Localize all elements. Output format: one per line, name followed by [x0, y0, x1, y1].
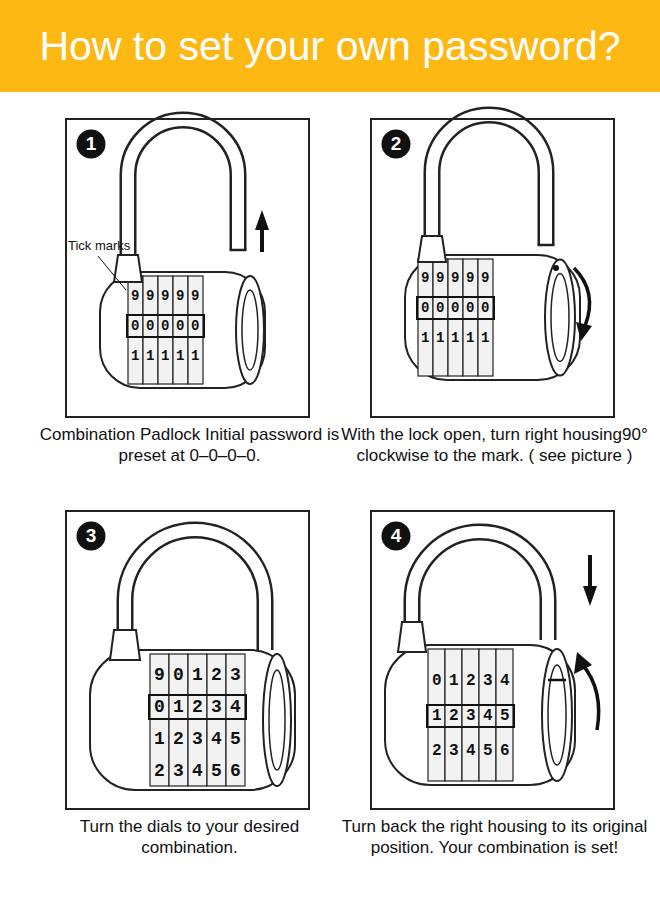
- shackle-outline: [125, 530, 265, 655]
- housing-ring: [551, 274, 569, 362]
- circle-fill: [382, 522, 411, 551]
- leader-line: [98, 256, 126, 290]
- step-number-circle: 2: [381, 129, 411, 159]
- step-number: 1: [76, 129, 106, 159]
- step-number-circle: 1: [76, 129, 106, 159]
- dial-digits: 12345: [154, 729, 249, 749]
- rotate-arrow: [574, 268, 590, 326]
- arrow-head: [576, 322, 592, 341]
- housing-cap: [236, 276, 264, 384]
- housing-cap: [542, 649, 572, 781]
- shackle: [125, 530, 265, 655]
- dial-digits: 00000: [131, 318, 206, 334]
- dial-digits: 99999: [421, 270, 496, 286]
- lock-body: [405, 255, 580, 380]
- lock-body: [385, 645, 575, 785]
- shackle-end: [230, 249, 247, 252]
- step-caption: Turn back the right housing to its origi…: [340, 816, 650, 859]
- shackle-collar: [418, 236, 446, 262]
- shackle-end: [538, 244, 555, 247]
- shackle-outline: [412, 532, 548, 650]
- step-panel: With the lock open, turn right housing90…: [370, 118, 615, 418]
- step-number: 3: [76, 521, 106, 551]
- shackle-collar: [110, 630, 140, 660]
- housing-cap: [545, 260, 575, 376]
- step-panel: Turn back the right housing to its origi…: [370, 510, 615, 810]
- shackle-collar: [114, 255, 142, 282]
- shackle-outline: [432, 115, 546, 262]
- housing-mark: [548, 679, 566, 682]
- shackle: [432, 115, 546, 262]
- circle-fill: [77, 130, 106, 159]
- shackle-outline: [128, 120, 238, 262]
- step-caption: With the lock open, turn right housing90…: [340, 424, 650, 467]
- dial-digits: 00000: [421, 300, 496, 316]
- rotate-arrow: [582, 664, 599, 730]
- dial-digits: 11111: [421, 330, 496, 346]
- lock-body: [100, 272, 265, 388]
- dial-digits: 99999: [131, 288, 206, 304]
- step-number: 4: [381, 521, 411, 551]
- dial-digits: 01234: [432, 672, 517, 690]
- page-title: How to set your own password?: [0, 0, 660, 92]
- dial-digits: 11111: [131, 348, 206, 364]
- arrow-head: [583, 586, 597, 606]
- shackle: [128, 120, 238, 262]
- step-number: 2: [381, 129, 411, 159]
- housing-ring: [269, 670, 285, 770]
- step-number-circle: 4: [381, 521, 411, 551]
- housing-ring: [548, 665, 566, 765]
- down-arrow: [588, 555, 592, 590]
- dial-digits: 90123: [154, 665, 249, 685]
- step-number-circle: 3: [76, 521, 106, 551]
- housing-ring: [242, 290, 258, 370]
- step-panel: Combination Padlock Initial password is …: [65, 118, 310, 418]
- housing-cap: [263, 654, 291, 786]
- circle-fill: [382, 130, 411, 159]
- dial-digits: 01234: [154, 697, 249, 717]
- shackle: [412, 532, 548, 650]
- step-caption: Combination Padlock Initial password is …: [35, 424, 345, 467]
- dial-digits: 23456: [154, 761, 249, 781]
- step-caption: Turn the dials to your desired combinati…: [35, 816, 345, 859]
- callout-label: Tick marks: [68, 238, 130, 253]
- dial-digits: 12345: [432, 707, 517, 725]
- shackle-collar: [398, 622, 426, 652]
- arrow-head: [255, 210, 269, 230]
- dial-digits: 23456: [432, 742, 517, 760]
- lock-body: [90, 650, 295, 790]
- circle-fill: [77, 522, 106, 551]
- arrow-head: [574, 652, 592, 674]
- housing-mark: [553, 265, 559, 271]
